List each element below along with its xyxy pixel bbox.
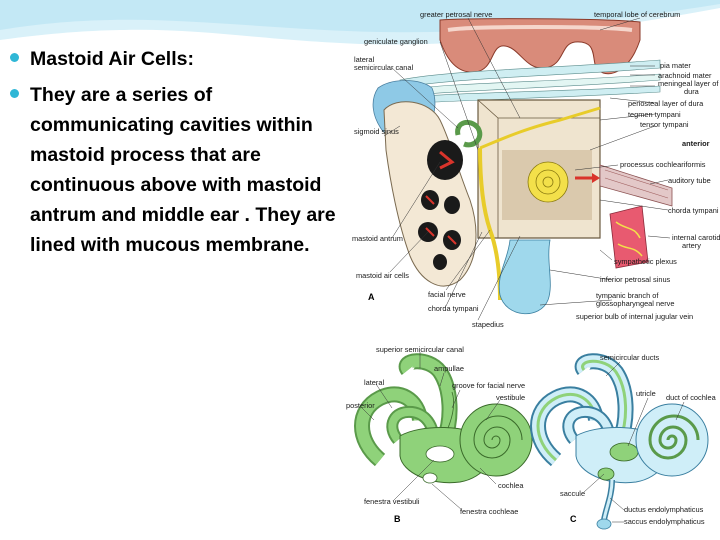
label-greater-petrosal-nerve: greater petrosal nerve <box>420 10 492 19</box>
label-chorda-tympani-bottom: chorda tympani <box>428 304 479 313</box>
label-cochlea: cochlea <box>498 481 524 490</box>
bullet-description: They are a series of communicating cavit… <box>30 84 336 256</box>
bullet-dot-icon <box>10 53 19 62</box>
label-sympathetic-plexus: sympathetic plexus <box>614 257 677 266</box>
label-saccus-endolymphaticus: saccus endolymphaticus <box>624 517 705 526</box>
label-tensor-tympani: tensor tympani <box>640 120 689 129</box>
bullet-dot-icon <box>10 89 19 98</box>
label-stapedius: stapedius <box>472 320 504 329</box>
label-duct-of-cochlea: duct of cochlea <box>666 393 717 402</box>
label-periosteal-layer: periosteal layer of dura <box>628 99 704 108</box>
label-meningeal-layer-1: meningeal layer of <box>658 79 719 88</box>
label-sigmoid-sinus: sigmoid sinus <box>354 127 399 136</box>
label-groove-facial-nerve: groove for facial nerve <box>452 381 525 390</box>
label-utricle: utricle <box>636 389 656 398</box>
figure-a-middle-ear: A greater petrosal nerve temporal lobe o… <box>352 10 720 329</box>
label-meningeal-layer-2: dura <box>684 87 700 96</box>
bullet-item: They are a series of communicating cavit… <box>10 80 342 260</box>
label-geniculate-ganglion: geniculate ganglion <box>364 37 428 46</box>
label-tegmen-tympani: tegmen tympani <box>628 110 681 119</box>
label-superior-semicircular-canal: superior semicircular canal <box>376 345 464 354</box>
label-lateral-canal-2: semicircular canal <box>354 63 414 72</box>
label-posterior: posterior <box>346 401 375 410</box>
label-temporal-lobe: temporal lobe of cerebrum <box>594 10 680 19</box>
bullet-list: Mastoid Air Cells: They are a series of … <box>10 44 342 266</box>
bullet-item: Mastoid Air Cells: <box>10 44 342 74</box>
figure-a-letter: A <box>368 292 375 302</box>
label-auditory-tube: auditory tube <box>668 176 711 185</box>
figure-b-letter: B <box>394 514 401 524</box>
label-fenestra-cochleae: fenestra cochleae <box>460 507 518 516</box>
label-processus-cochleariformis: processus cochleariformis <box>620 160 706 169</box>
label-inferior-petrosal-sinus: inferior petrosal sinus <box>600 275 671 284</box>
label-semicircular-ducts: semicircular ducts <box>600 353 659 362</box>
label-facial-nerve: facial nerve <box>428 290 466 299</box>
label-lateral-canal-1: lateral <box>354 55 374 64</box>
label-lateral: lateral <box>364 378 384 387</box>
label-superior-bulb: superior bulb of internal jugular vein <box>576 312 693 321</box>
label-saccule: saccule <box>560 489 585 498</box>
label-mastoid-antrum: mastoid antrum <box>352 234 403 243</box>
ear-anatomy-figure: A greater petrosal nerve temporal lobe o… <box>346 10 720 530</box>
figure-b-bony-labyrinth: B superior semicircular canal ampullae l… <box>346 345 533 524</box>
label-anterior: anterior <box>682 139 710 148</box>
label-internal-carotid-1: internal carotid <box>672 233 720 242</box>
label-ductus-endolymphaticus: ductus endolymphaticus <box>624 505 704 514</box>
label-tympanic-branch-1: tympanic branch of <box>596 291 659 300</box>
label-pia-mater: pia mater <box>660 61 691 70</box>
label-arachnoid-mater: arachnoid mater <box>658 71 712 80</box>
label-mastoid-air-cells: mastoid air cells <box>356 271 409 280</box>
label-ampullae: ampullae <box>434 364 464 373</box>
label-chorda-tympani-right: chorda tympani <box>668 206 719 215</box>
bullet-heading: Mastoid Air Cells: <box>30 48 194 70</box>
figure-c-membranous-labyrinth: C semicircular ducts utricle duct of coc… <box>530 353 717 530</box>
label-vestibule: vestibule <box>496 393 525 402</box>
figure-c-letter: C <box>570 514 577 524</box>
label-internal-carotid-2: artery <box>682 241 701 250</box>
label-tympanic-branch-2: glossopharyngeal nerve <box>596 299 674 308</box>
label-fenestra-vestibuli: fenestra vestibuli <box>364 497 420 506</box>
